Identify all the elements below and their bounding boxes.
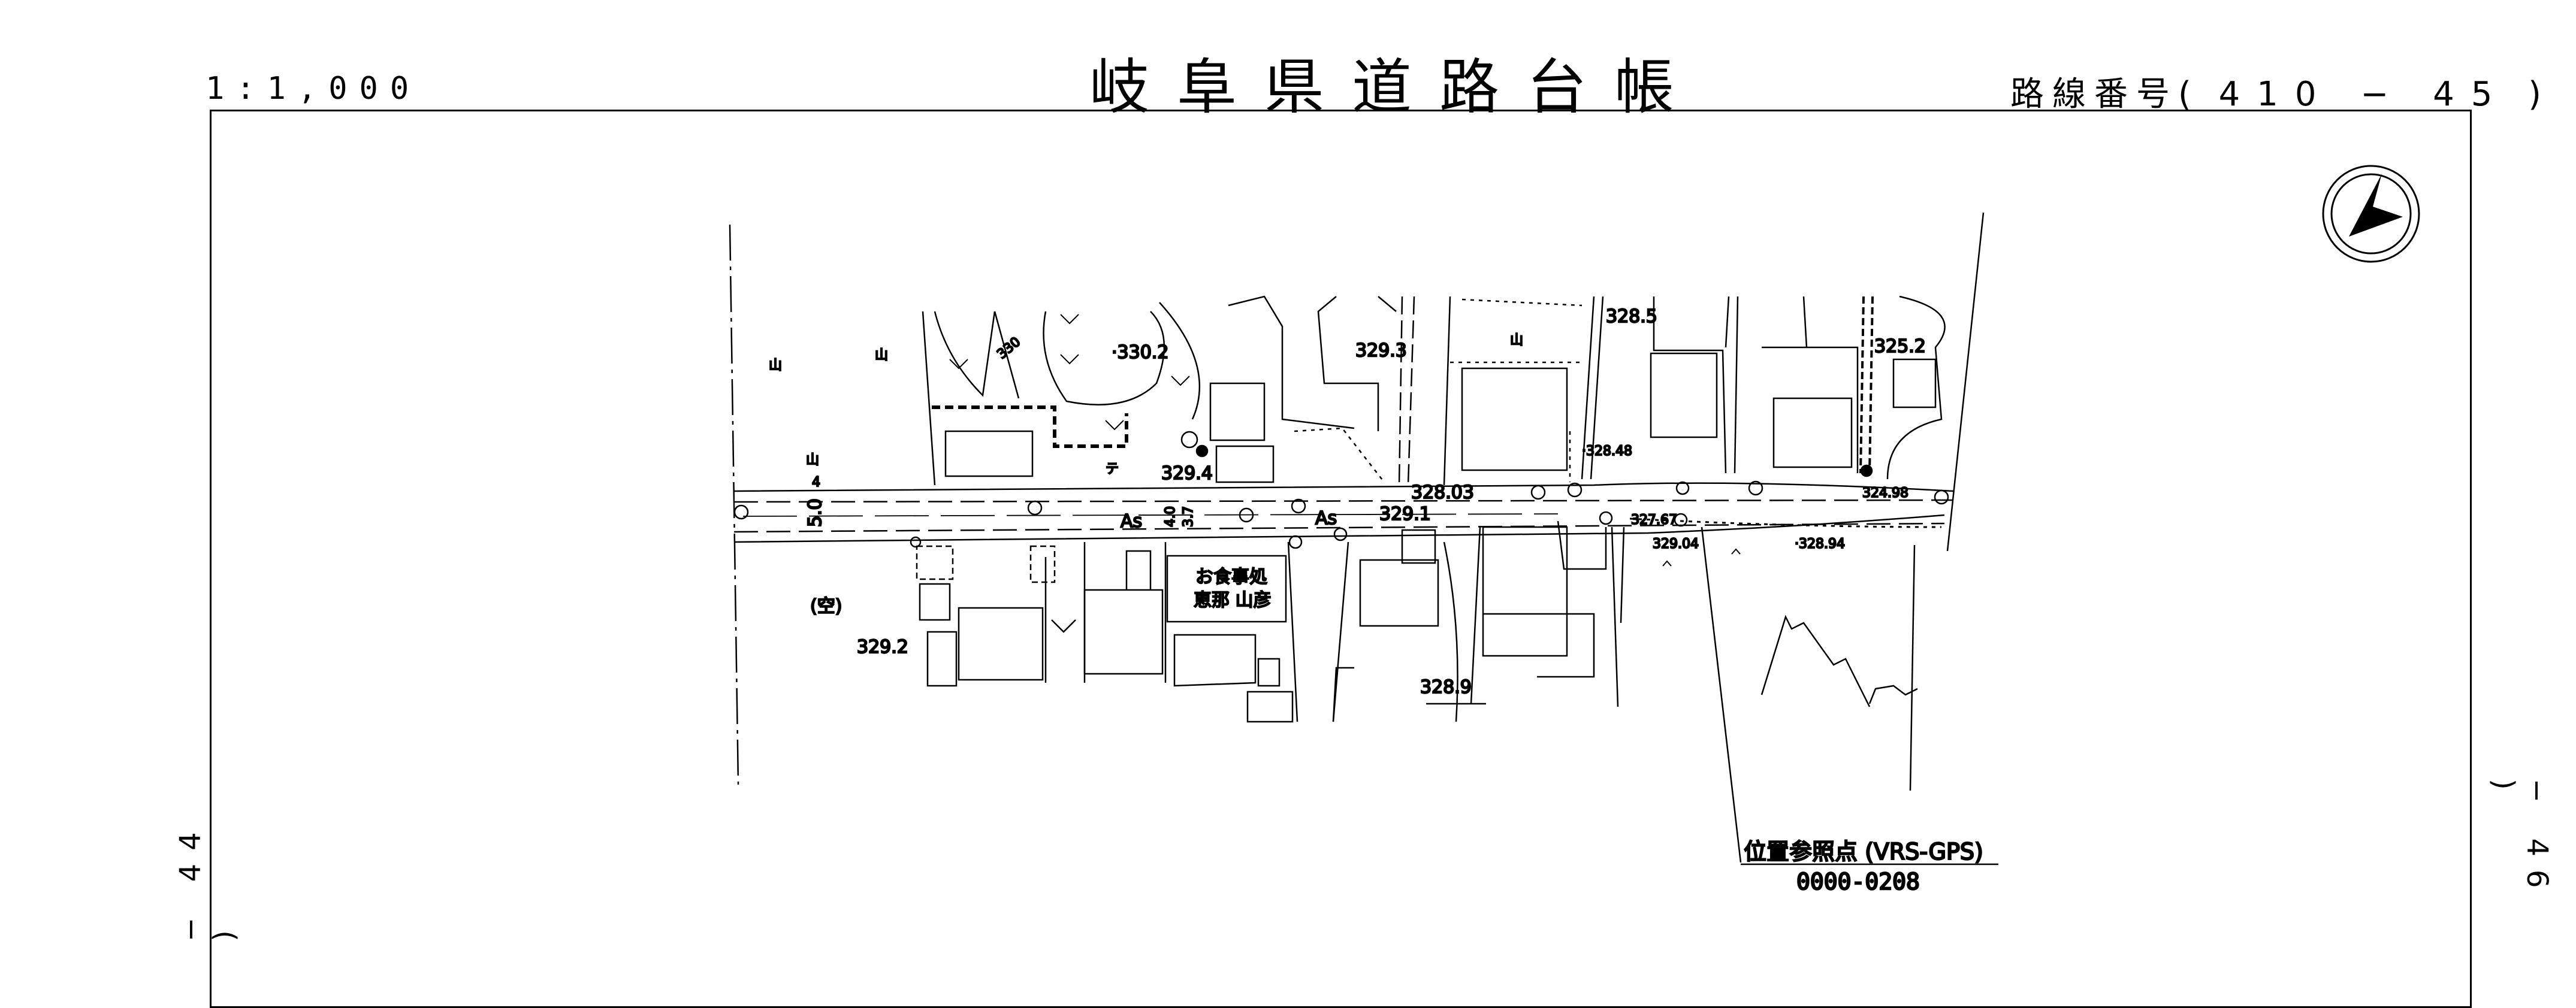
elevation-329-1: 329.1 <box>1379 504 1431 525</box>
road <box>733 482 1954 543</box>
elevation-329-3: 329.3 <box>1355 340 1407 361</box>
mountain-mark-3: 山 <box>806 453 819 468</box>
mountain-mark-1: 山 <box>769 358 782 373</box>
north-parcels <box>922 295 1946 486</box>
road-symbols <box>733 431 1949 549</box>
elevation-329-4: 329.4 <box>1161 463 1213 484</box>
elevation-330-2: ·330.2 <box>1112 342 1168 363</box>
road-map: ·330.2 329.3 328.5 325.2 329.4 328.03 32… <box>729 165 2420 895</box>
restaurant-label-1: お食事処 <box>1195 567 1267 588</box>
contour-330: 330 <box>995 334 1023 362</box>
restaurant-label-2: 恵那 山彦 <box>1194 590 1272 611</box>
road-surface-as-right: As <box>1315 508 1337 529</box>
elevation-328-9: 328.9 <box>1420 677 1472 698</box>
road-width-3-7: 3.7 <box>1181 506 1196 527</box>
next-sheet-label: − 46 ) <box>2487 779 2554 901</box>
mountain-mark-2: 山 <box>875 348 888 363</box>
lane-mark-4: 4 <box>812 475 820 490</box>
elevation-328-48: ·328.48 <box>1582 444 1632 459</box>
reference-point-code: 0000-0208 <box>1796 868 1920 895</box>
reference-point-title: 位置参照点 (VRS-GPS) <box>1744 839 1983 865</box>
boundary-line-left <box>729 224 739 785</box>
north-arrow-icon <box>2322 165 2420 263</box>
road-width-4-0: 4.0 <box>1163 506 1178 527</box>
elevation-328-94: ·328.94 <box>1795 537 1845 552</box>
route-prefix: 路線番号( <box>2010 75 2200 114</box>
south-parcels <box>916 520 1918 723</box>
elevation-328-03: 328.03 <box>1411 482 1474 503</box>
boundary-line-right <box>1946 212 1985 552</box>
mountain-mark-4: 山 <box>1510 333 1523 348</box>
map-scale: 1:1,000 <box>206 71 421 107</box>
road-surface-as-left: As <box>1121 511 1142 532</box>
route-suffix: ) <box>2528 75 2550 114</box>
vegetation-marks <box>949 314 1741 567</box>
elevation-328-5: 328.5 <box>1606 306 1657 327</box>
road-width-5-0: 5.0 <box>805 498 826 527</box>
elevation-327-67: 327.67 <box>1631 513 1677 528</box>
leader-line <box>1909 544 1916 791</box>
leader-line-2 <box>1701 526 1742 863</box>
elevation-329-04: 329.04 <box>1653 537 1699 552</box>
elevation-324-98: 324.98 <box>1862 486 1908 501</box>
route-number-label: 路線番号( 410 − 45 ) <box>2010 67 2550 116</box>
te-mark: テ <box>1106 462 1119 477</box>
elevation-325-2: 325.2 <box>1874 336 1926 357</box>
vacant-label: (空) <box>810 596 842 617</box>
route-number: 410 − 45 <box>2218 75 2509 114</box>
elevation-329-2: 329.2 <box>857 637 908 658</box>
